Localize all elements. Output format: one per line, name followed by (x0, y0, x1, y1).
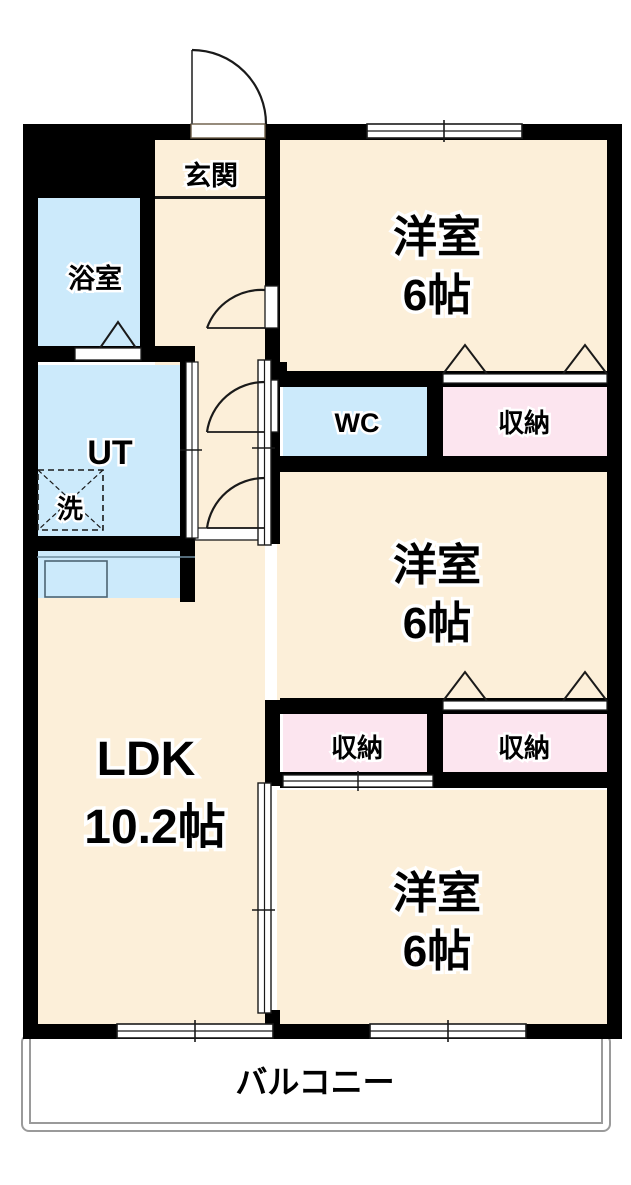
label-room3-size: 6帖 (403, 927, 471, 976)
closet1-triangle-left (442, 343, 488, 375)
hall-door-threshold-ut (194, 527, 268, 541)
room3-floor (277, 790, 608, 1035)
toilet-door (205, 380, 266, 433)
wall-corridor-mid3 (265, 700, 280, 786)
ldk-sliding-door-lower (252, 782, 275, 1014)
shaft-block (23, 124, 155, 198)
closet3-triangle-left (442, 670, 488, 702)
kitchen-counter-floor (37, 550, 195, 598)
label-closet2: 収納 (331, 733, 383, 763)
label-bathroom: 浴室 (68, 263, 122, 294)
label-closet1: 収納 (498, 408, 550, 438)
washing-machine-space (37, 469, 104, 531)
room1-floor (277, 128, 608, 373)
door-swings (191, 48, 268, 529)
label-closet3: 収納 (498, 733, 550, 763)
label-room2: 洋室 (393, 540, 481, 590)
entrance-door (191, 48, 268, 125)
wall-left-outer (23, 124, 38, 1039)
window-ldk-balcony (116, 1020, 274, 1042)
closet-door-triangles (442, 343, 608, 702)
closet1-floor (441, 380, 608, 462)
window-bath (74, 347, 142, 361)
closet1-door-front (442, 373, 608, 384)
floor-fills (26, 128, 608, 1125)
hallway-door-upper (205, 288, 266, 329)
room2-floor (277, 466, 608, 700)
closet2-sliding-door (282, 771, 434, 791)
label-genkan: 玄関 (184, 160, 238, 191)
kitchen-sink (37, 556, 195, 598)
wall-closet2-closet3-divider (427, 698, 443, 788)
bath-marker (99, 320, 137, 349)
utility-door (205, 476, 266, 529)
window-room3-balcony (369, 1020, 527, 1042)
ldk-floor (37, 545, 265, 1035)
closet3-floor (441, 706, 608, 778)
label-ldk-size: 10.2帖 (84, 801, 225, 854)
wall-corridor-upper (265, 124, 280, 374)
wall-right-outer (607, 124, 622, 1039)
wc-floor (283, 380, 433, 462)
window-entrance-threshold (190, 123, 266, 139)
label-room1-size: 6帖 (403, 271, 471, 320)
genkan-step-line (155, 196, 265, 199)
label-washer: 洗 (57, 494, 83, 524)
balcony-floor (26, 1040, 606, 1125)
ldk-sliding-doors (252, 359, 275, 1014)
label-room2-size: 6帖 (403, 599, 471, 648)
bath-floor (37, 198, 155, 353)
ldk-sliding-door-upper (252, 359, 275, 546)
label-wc: WC (335, 408, 380, 438)
window-room1-top (366, 120, 523, 142)
wall-bottom-outer (23, 1024, 622, 1039)
wall-bath-right (140, 190, 155, 350)
wall-ut-bottom (23, 536, 195, 551)
closet3-triangle-right (562, 670, 608, 702)
closet2-floor (283, 706, 433, 778)
hall-door-threshold-upper (264, 285, 279, 329)
label-room1: 洋室 (393, 212, 481, 262)
closet3-door-front (442, 700, 608, 711)
wall-wc-closet1-divider (427, 371, 443, 472)
label-ut: UT (87, 434, 133, 472)
wall-wc-bottom (280, 456, 608, 472)
label-ldk: LDK (97, 733, 196, 786)
ut-partition (180, 361, 202, 539)
ut-floor (37, 365, 192, 540)
label-balcony: バルコニー (235, 1064, 394, 1100)
closet1-triangle-right (562, 343, 608, 375)
wall-kitchen-right (180, 550, 195, 602)
label-room3: 洋室 (393, 868, 481, 918)
room-labels: 玄関 浴室 UT 洗 WC LDK 10.2帖 洋室 6帖 洋室 6帖 洋室 6… (55, 158, 553, 1103)
